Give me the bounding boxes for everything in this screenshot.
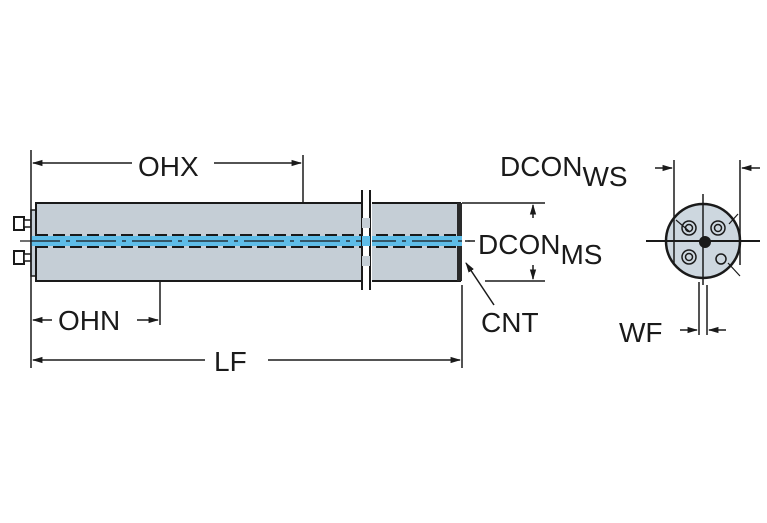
label-dcon-ms: DCONMS [478, 229, 602, 270]
label-lf: LF [214, 346, 247, 377]
label-dcon-ws-main: DCON [500, 151, 582, 182]
dimension-lf: LF [31, 285, 463, 377]
label-cnt: CNT [481, 307, 539, 338]
label-wf: WF [619, 317, 663, 348]
label-dcon-ws-sub: WS [582, 161, 627, 192]
center-hub [699, 236, 711, 248]
callout-cnt: CNT [465, 262, 539, 338]
label-ohn: OHN [58, 305, 120, 336]
label-ohx: OHX [138, 151, 199, 182]
label-dcon-ms-main: DCON [478, 229, 560, 260]
label-dcon-ms-sub: MS [560, 239, 602, 270]
clamp-screw-top [13, 216, 32, 231]
clamp-screw-bottom [13, 250, 32, 265]
label-dcon-ws: DCONWS [500, 151, 628, 192]
dimension-ohn: OHN [31, 281, 161, 336]
end-view [646, 194, 760, 285]
side-view [13, 190, 470, 290]
dimension-dcon-ms: DCONMS [462, 202, 602, 282]
break-symbol [361, 190, 372, 290]
dimension-ohx: OHX [30, 150, 304, 368]
dimension-wf: WF [619, 282, 726, 348]
dimension-dcon-ws: DCONWS [500, 151, 760, 265]
